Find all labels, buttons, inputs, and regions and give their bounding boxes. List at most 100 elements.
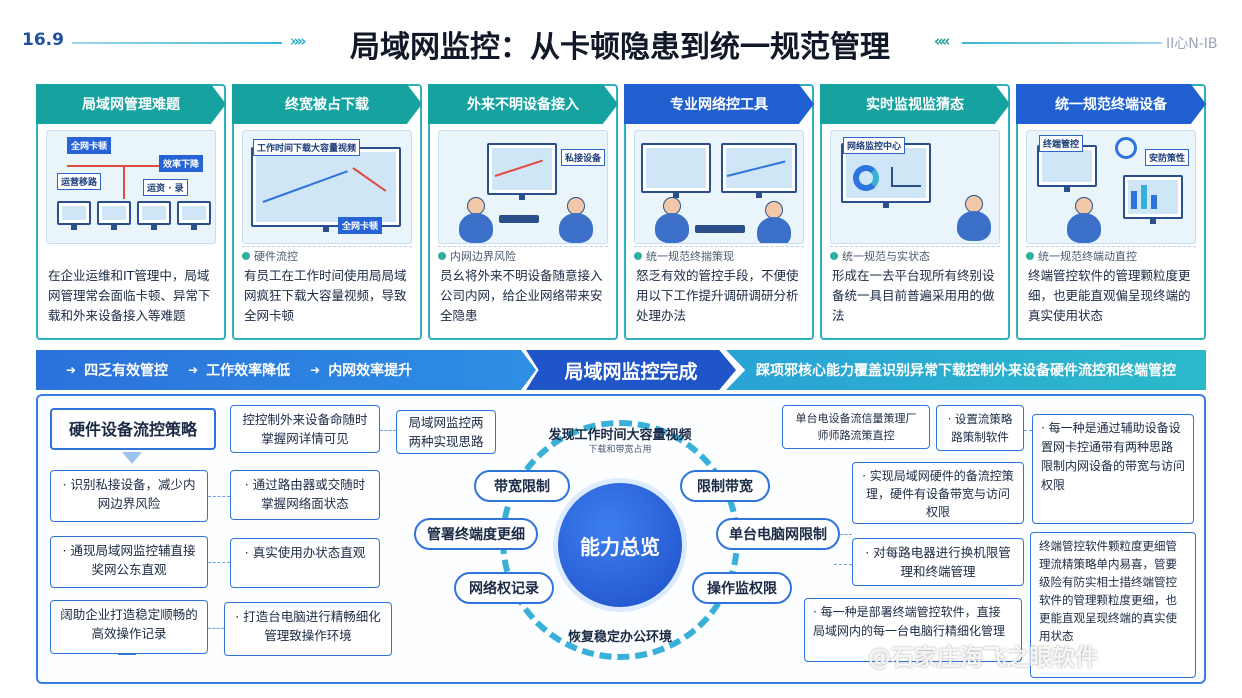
banner-item-label: 工作效率降低: [206, 363, 291, 379]
connector: [1024, 430, 1032, 431]
bar-icon: [1141, 185, 1147, 209]
illustration-tag: 安防策性: [1145, 149, 1190, 166]
monitor-stand: [151, 225, 157, 230]
arrow-down-icon: [122, 452, 142, 464]
illustration-tag: 终端管控: [1039, 135, 1084, 152]
card-illustration: 全网卡顿效率下降运营移路 运资 · 录: [46, 130, 216, 244]
card-body: 终端管控软件的管理颗粒度更细，也更能直观偏呈现终端的真实使用状态: [1028, 268, 1191, 323]
illustration-tag: 工作时间下载大容量视频: [253, 139, 361, 156]
capability-pill: 网络权记录: [454, 572, 554, 604]
person-icon: [757, 217, 791, 243]
person-icon: [1067, 213, 1101, 243]
arrow-right-icon: ➜: [310, 363, 321, 377]
ring-top-label: 发现工作时间大容量视频: [548, 428, 692, 443]
monitor-icon: [1037, 145, 1097, 187]
monitor-stand: [756, 193, 762, 198]
monitor-icon: [177, 201, 211, 225]
card-title: 外来不明设备接入: [428, 84, 618, 124]
strategy-title: 硬件设备流控策略: [68, 419, 197, 439]
card-body: 员幺将外来不明设备随意接入公司内网，给企业网络带来安全隐患: [440, 268, 603, 323]
right-box: · 每一种是部署终端管控软件，直接 局域网内的每一台电脑行精细化管理: [804, 598, 1022, 662]
left-box: · 识别私接设备，减少内网边界风险: [50, 470, 208, 522]
card-subtitle-text: 统一规范终端动直控: [1038, 249, 1137, 263]
card-subtitle: 统一规范终端动直控: [1026, 246, 1196, 264]
monitor-stand: [883, 203, 889, 208]
approach-box: 局域网监控两两种实现思路: [396, 410, 496, 454]
monitor-stand: [1064, 187, 1070, 192]
core-label: 能力总览: [580, 534, 660, 559]
strategy-title-box: 硬件设备流控策略: [50, 408, 216, 450]
card-body: 有员工在工作时间使用局局域网疯狂下载大容量视频，导致全网卡顿: [244, 268, 407, 323]
card-body: 形成在一去平台现所有终别设备统一具目前普遍采用用的做法: [832, 268, 995, 323]
page-title: 局域网监控：从卡顿隐患到统一规范管理: [350, 30, 890, 65]
monitor-stand: [71, 225, 77, 230]
capability-core: 能力总览: [553, 478, 687, 612]
left-box: 阔助企业打造稳定顺畅的高效操作记录: [50, 600, 208, 654]
bar-icon: [1151, 195, 1157, 209]
bullet-dot-icon: [242, 251, 250, 260]
monitor-icon: [641, 143, 711, 193]
right-box: 单台电设备流信量策理厂师师路流策直控: [782, 405, 930, 449]
banner-right-label: 踩项邪核心能力覆盖识别异常下载控制外来设备硬件流控和终端管控: [726, 350, 1206, 390]
banner-item: ➜四乏有效管控: [66, 360, 168, 380]
illustration-tag: 运资 · 录: [143, 179, 188, 196]
axis-icon: [891, 167, 921, 187]
network-line: [67, 165, 197, 167]
capability-pill: 操作监权限: [692, 572, 792, 604]
card-subtitle: 内网边界风险: [438, 246, 608, 264]
monitor-stand: [519, 195, 525, 200]
connector: [840, 534, 852, 535]
card-title: 专业网络控工具: [624, 84, 814, 124]
illustration-tag: 网络监控中心: [843, 137, 906, 154]
brand-logo: ⅠⅠ心N-ⅠB: [1166, 36, 1218, 52]
mid-left-box: · 打造台电脑进行精畅细化管理致操作环境: [224, 602, 392, 656]
monitor-stand: [1150, 219, 1156, 224]
banner-left: ➜四乏有效管控 ➜工作效率降低 ➜内网效率提升: [36, 350, 536, 390]
watermark: @石家庄海飞之眼软件: [868, 645, 1098, 671]
card-title: 实时监视监猜态: [820, 84, 1010, 124]
monitor-icon: [57, 201, 91, 225]
monitor-stand: [191, 225, 197, 230]
card-illustration: [634, 130, 804, 244]
mid-left-box: 控控制外来设备命随时掌握网详情可见: [230, 405, 380, 453]
bullet-dot-icon: [634, 251, 642, 260]
connector: [208, 496, 230, 497]
person-icon: [459, 213, 493, 243]
monitor-stand: [111, 225, 117, 230]
connector: [380, 430, 396, 431]
card-illustration: 工作时间下载大容量视频全网卡顿: [242, 130, 412, 244]
chevron-left-icon: ««: [934, 32, 950, 50]
monitor-icon: [251, 147, 401, 227]
ring-top-sublabel: 下载和带宽占用: [588, 445, 652, 455]
card-subtitle-text: 硬件流控: [254, 249, 298, 263]
card-body: 怒乏有效的管控手段，不便使用以下工作提升调研调研分析处理办法: [636, 268, 799, 323]
keyboard-icon: [695, 225, 745, 233]
keyboard-icon: [499, 215, 539, 223]
problem-card: 局域网管理难题全网卡顿效率下降运营移路运资 · 录在企业运维和IT管理中，局域网…: [36, 84, 226, 340]
monitor-icon: [721, 143, 797, 193]
problem-card: 实时监视监猜态网络监控中心统一规范与实状态形成在一去平台现所有终别设备统一具目前…: [820, 84, 1010, 340]
mid-left-box: · 真实使用办状态直观: [230, 538, 380, 588]
person-icon: [957, 211, 991, 241]
problem-card: 专业网络控工具统一规范终揣策现怒乏有效的管控手段，不便使用以下工作提升调研调研分…: [624, 84, 814, 340]
banner-item: ➜工作效率降低: [188, 360, 290, 380]
card-subtitle-text: 内网边界风险: [450, 249, 516, 263]
connector: [208, 562, 230, 563]
capability-pill: 管署终端度更细: [414, 518, 538, 550]
problem-card: 统一规范终端设备终端管控安防策性统一规范终端动直控终端管控软件的管理颗粒度更细，…: [1016, 84, 1206, 340]
illustration-tag: 运营移路: [57, 173, 102, 190]
monitor-icon: [137, 201, 171, 225]
connector: [834, 564, 852, 565]
illustration-tag: 全网卡顿: [338, 217, 383, 234]
card-body: 在企业运维和IT管理中，局域网管理常会面临卡顿、异常下载和外来设备接入等难题: [48, 268, 211, 323]
header-divider-left: [72, 42, 282, 44]
right-box: · 实现局域网硬件的备流控策理，硬件有设备带宽与访问权限: [852, 462, 1024, 524]
illustration-tag: 全网卡顿: [67, 137, 112, 154]
card-title: 统一规范终端设备: [1016, 84, 1206, 124]
capability-pill: 单台电脑网限制: [716, 518, 840, 550]
illustration-tag: 效率下降: [159, 155, 204, 172]
monitor-icon: [487, 143, 557, 195]
mid-left-box: · 通过路由器或交随时掌握网络面状态: [230, 470, 380, 520]
far-right-box: · 每一种是通过辅助设备设置网卡控通带有两种思路 限制内网设备的带宽与访问权限: [1032, 414, 1194, 524]
